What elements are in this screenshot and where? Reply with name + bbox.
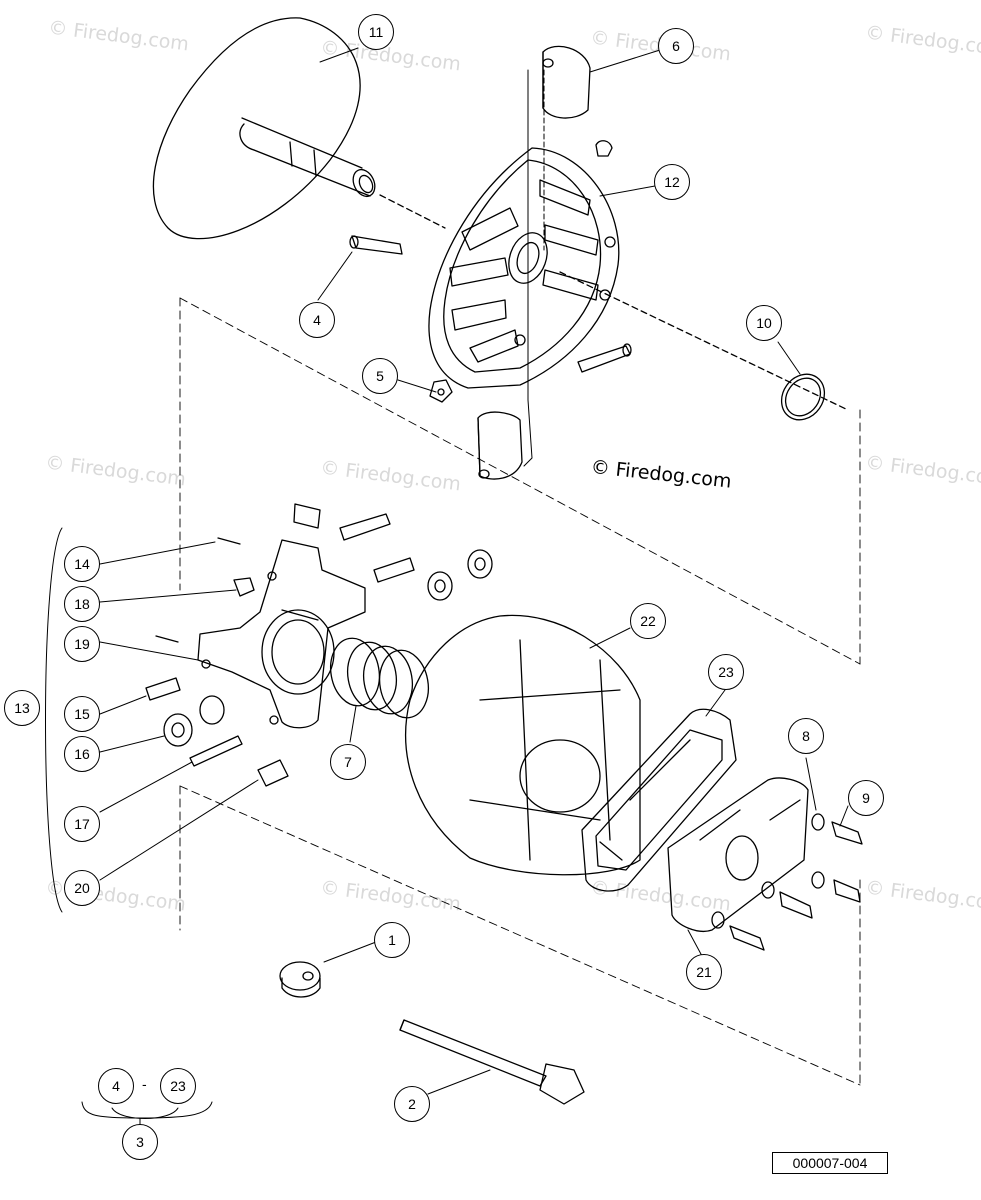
- bushing-part: [279, 961, 321, 998]
- callout-14: 14: [64, 546, 100, 582]
- callout-2: 2: [394, 1086, 430, 1122]
- range-separator: -: [142, 1076, 147, 1092]
- callout-17: 17: [64, 806, 100, 842]
- callout-5: 5: [362, 358, 398, 394]
- long-bolt-part: [399, 1019, 585, 1105]
- nut-part: [429, 379, 453, 403]
- callout-23-range: 23: [160, 1068, 196, 1104]
- callout-9: 9: [848, 780, 884, 816]
- o-ring-part: [780, 373, 826, 421]
- callout-19: 19: [64, 626, 100, 662]
- callout-18: 18: [64, 586, 100, 622]
- callout-16: 16: [64, 736, 100, 772]
- weight-part: [477, 45, 591, 480]
- callout-1: 1: [374, 922, 410, 958]
- moveable-sheave-part: [428, 147, 849, 411]
- callout-8: 8: [788, 718, 824, 754]
- callout-4: 4: [299, 302, 335, 338]
- assembly-outline: [179, 297, 861, 1086]
- callout-10: 10: [746, 305, 782, 341]
- callout-3: 3: [122, 1124, 158, 1160]
- callout-12: 12: [654, 164, 690, 200]
- callout-20: 20: [64, 870, 100, 906]
- callout-22: 22: [630, 603, 666, 639]
- gasket-part: [581, 708, 737, 892]
- callout-23: 23: [708, 654, 744, 690]
- callout-21: 21: [686, 954, 722, 990]
- cover-part: [405, 614, 641, 876]
- screw-part: [729, 821, 863, 951]
- callout-15: 15: [64, 696, 100, 732]
- callout-6: 6: [658, 28, 694, 64]
- leader-lines: [45, 47, 849, 1129]
- sheave-shaft-part: [152, 17, 446, 240]
- plate-part: [667, 777, 809, 932]
- reference-code: 000007-004: [772, 1152, 888, 1174]
- callout-7: 7: [330, 744, 366, 780]
- callout-4-range: 4: [98, 1068, 134, 1104]
- callout-13: 13: [4, 690, 40, 726]
- washer-part: [711, 813, 825, 929]
- spring-part: [329, 637, 430, 719]
- bolt-part: [349, 140, 632, 373]
- callout-11: 11: [358, 14, 394, 50]
- roller-part: [145, 537, 493, 787]
